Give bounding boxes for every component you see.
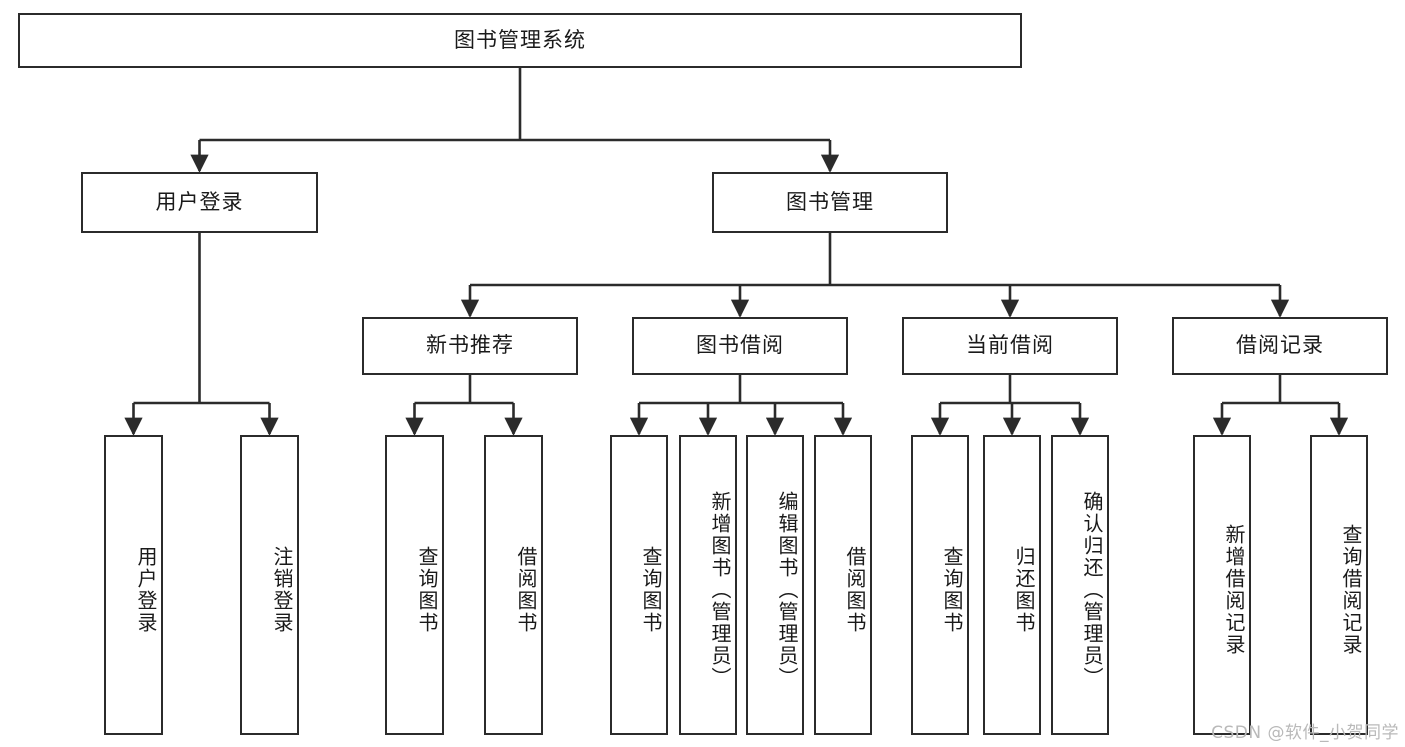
node-label-leaf-add-book-admin: 新增图书（管理员）: [708, 491, 732, 689]
node-book-management: 图书管理: [712, 172, 948, 233]
node-leaf-add-borrow-record: 新增借阅记录: [1193, 435, 1251, 735]
node-label-leaf-return-book: 归还图书: [1012, 546, 1036, 634]
node-label-leaf-query-books-current: 查询图书: [940, 546, 964, 634]
node-label-leaf-add-borrow-record: 新增借阅记录: [1222, 524, 1246, 656]
node-leaf-query-books-borrow: 查询图书: [610, 435, 668, 735]
node-label-root: 图书管理系统: [454, 27, 586, 52]
node-label-borrow-record: 借阅记录: [1236, 333, 1324, 358]
node-label-leaf-user-login: 用户登录: [134, 546, 158, 634]
edge-group: [124, 68, 1349, 436]
node-leaf-borrow-book: 借阅图书: [814, 435, 872, 735]
node-label-leaf-borrow-books-rec: 借阅图书: [514, 546, 538, 634]
node-leaf-query-books-current: 查询图书: [911, 435, 969, 735]
node-label-leaf-confirm-return-admin: 确认归还（管理员）: [1080, 491, 1104, 689]
node-label-user-login: 用户登录: [155, 189, 244, 214]
node-user-login: 用户登录: [81, 172, 318, 233]
node-leaf-add-book-admin: 新增图书（管理员）: [679, 435, 737, 735]
node-leaf-query-borrow-record: 查询借阅记录: [1310, 435, 1368, 735]
node-label-leaf-logout: 注销登录: [270, 546, 294, 634]
node-label-leaf-query-books-borrow: 查询图书: [639, 546, 663, 634]
node-leaf-return-book: 归还图书: [983, 435, 1041, 735]
node-leaf-edit-book-admin: 编辑图书（管理员）: [746, 435, 804, 735]
node-root: 图书管理系统: [18, 13, 1022, 68]
node-label-leaf-query-borrow-record: 查询借阅记录: [1339, 524, 1363, 656]
node-leaf-confirm-return-admin: 确认归还（管理员）: [1051, 435, 1109, 735]
node-label-leaf-query-books-rec: 查询图书: [415, 546, 439, 634]
node-borrow-record: 借阅记录: [1172, 317, 1388, 375]
node-label-current-borrow: 当前借阅: [966, 333, 1054, 358]
node-label-new-book-recommend: 新书推荐: [426, 333, 514, 358]
node-leaf-logout: 注销登录: [240, 435, 299, 735]
node-leaf-user-login: 用户登录: [104, 435, 163, 735]
watermark-text: CSDN @软件_小贺同学: [1211, 723, 1399, 743]
node-new-book-recommend: 新书推荐: [362, 317, 578, 375]
node-label-book-borrow: 图书借阅: [696, 333, 784, 358]
node-current-borrow: 当前借阅: [902, 317, 1118, 375]
node-label-book-management: 图书管理: [786, 189, 874, 214]
node-label-leaf-borrow-book: 借阅图书: [843, 546, 867, 634]
node-label-leaf-edit-book-admin: 编辑图书（管理员）: [775, 491, 799, 689]
node-book-borrow: 图书借阅: [632, 317, 848, 375]
node-leaf-query-books-rec: 查询图书: [385, 435, 444, 735]
node-leaf-borrow-books-rec: 借阅图书: [484, 435, 543, 735]
